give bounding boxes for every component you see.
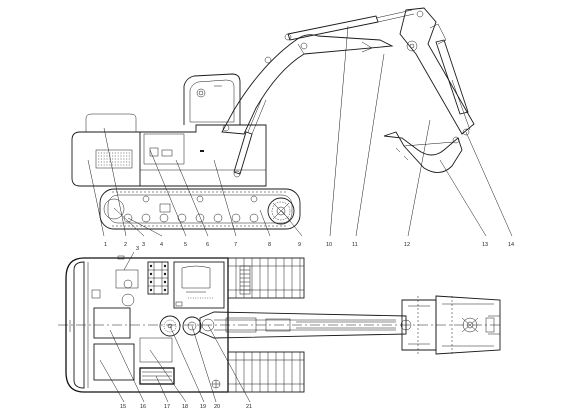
plan-view: 3 15 16 17 18 19 20 21 (58, 246, 501, 410)
callout-11: 11 (352, 242, 358, 248)
operator-cab (183, 73, 241, 125)
callout-14: 14 (508, 242, 514, 248)
swing-gear (159, 315, 202, 337)
callout-7: 7 (234, 242, 237, 248)
stick-arm (399, 7, 475, 135)
callout-5: 5 (184, 242, 187, 248)
callout-2: 2 (124, 242, 127, 248)
side-elevation-view: 1 2 3 4 5 6 7 8 9 10 11 12 13 14 (71, 7, 514, 248)
arm-cylinder (284, 9, 415, 41)
callout-15: 15 (120, 404, 126, 410)
callout-9: 9 (298, 242, 301, 248)
track-frame (99, 188, 301, 230)
battery-box (239, 265, 251, 295)
callout-19: 19 (200, 404, 206, 410)
upper-structure (140, 124, 267, 187)
side-leader-lines (87, 25, 513, 237)
upper-structure-plan (65, 257, 229, 393)
callout-21: 21 (246, 404, 252, 410)
side-callouts: 1 2 3 4 5 6 7 8 9 10 11 12 13 14 (104, 242, 514, 248)
counterweight (71, 113, 141, 187)
drive-sprocket (267, 197, 295, 225)
callout-13: 13 (482, 242, 488, 248)
callout-20: 20 (214, 404, 220, 410)
callout-16: 16 (140, 404, 146, 410)
bucket-plan (401, 295, 501, 355)
engine-grille (98, 152, 130, 166)
callout-12: 12 (404, 242, 410, 248)
house-components (91, 255, 251, 389)
radiator (139, 367, 175, 385)
boom-plan (199, 311, 412, 339)
callout-3: 3 (142, 242, 145, 248)
callout-8: 8 (268, 242, 271, 248)
control-valve (147, 261, 169, 295)
idler-wheel (103, 198, 125, 220)
callout-plan-marker: 3 (136, 246, 139, 252)
callout-18: 18 (182, 404, 188, 410)
boom-cylinder (233, 97, 267, 178)
plan-leader-lines (99, 251, 251, 403)
callout-1: 1 (104, 242, 107, 248)
right-track-plan (227, 351, 305, 393)
fuel-tank (93, 343, 135, 381)
bucket-cylinder (435, 39, 471, 136)
callout-17: 17 (164, 404, 170, 410)
bucket (383, 131, 463, 173)
track-rollers (123, 195, 259, 223)
callout-4: 4 (160, 242, 163, 248)
boom (221, 34, 394, 135)
left-track-plan (227, 257, 305, 299)
plan-callouts: 3 15 16 17 18 19 20 21 (120, 246, 252, 410)
callout-10: 10 (326, 242, 332, 248)
hydraulic-tank (93, 307, 131, 339)
cab-plan (173, 261, 225, 309)
callout-6: 6 (206, 242, 209, 248)
